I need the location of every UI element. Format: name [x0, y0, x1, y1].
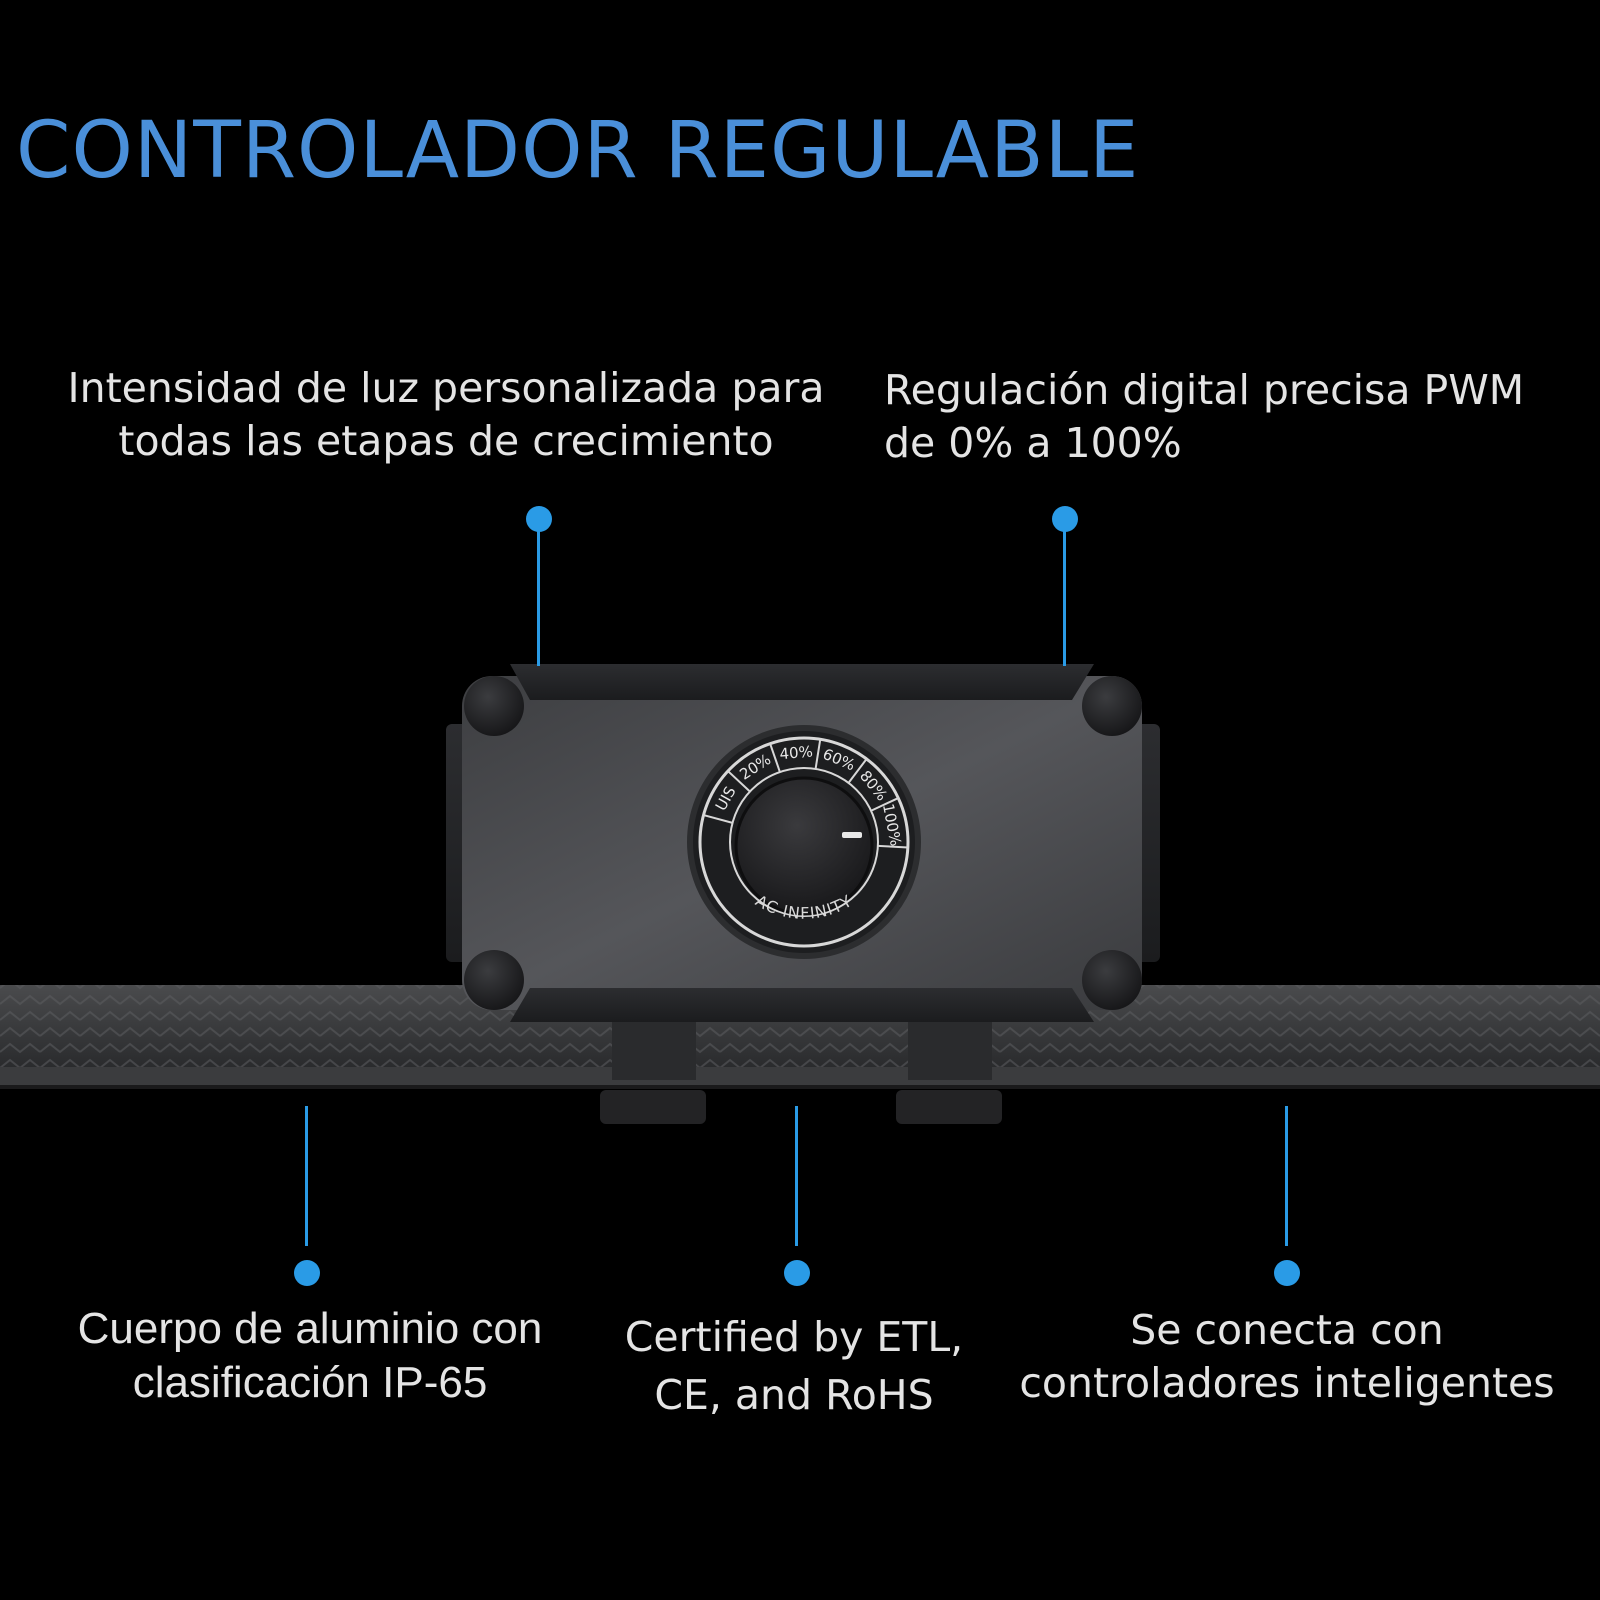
dial-tick [769, 743, 781, 773]
feature-line: todas las etapas de crecimiento [118, 417, 774, 465]
feature-line: controladores inteligentes [1019, 1359, 1555, 1407]
callout-line [305, 1106, 308, 1246]
feature-light-intensity: Intensidad de luz personalizada para tod… [40, 362, 852, 468]
feature-line: Regulación digital precisa PWM [884, 366, 1525, 414]
mounting-feet [600, 1020, 1002, 1124]
callout-dot [1274, 1260, 1300, 1286]
dial-tick [814, 739, 822, 770]
callout-line [1063, 526, 1066, 666]
page-title: CONTROLADOR REGULABLE [16, 106, 1140, 196]
dial-tick [877, 844, 908, 849]
feature-line: Certified by ETL, [624, 1313, 964, 1361]
dial-scale-label: 40% [779, 742, 814, 763]
callout-line [537, 526, 540, 666]
dimmer-knob [734, 776, 874, 916]
feature-certifications: Certified by ETL, CE, and RoHS [598, 1308, 990, 1424]
feature-line: CE, and RoHS [654, 1371, 934, 1419]
dial-tick [847, 758, 868, 784]
feature-smart-controllers: Se conecta con controladores inteligente… [982, 1304, 1592, 1410]
callout-line [1285, 1106, 1288, 1246]
dial-tick [703, 814, 733, 824]
callout-line [795, 1106, 798, 1246]
corner-screws [464, 676, 1142, 1010]
callout-dot [294, 1260, 320, 1286]
callout-dot [784, 1260, 810, 1286]
feature-line: de 0% a 100% [884, 419, 1182, 467]
top-rail [510, 664, 1094, 700]
feature-line: Cuerpo de aluminio con [77, 1304, 543, 1353]
feature-line: Intensidad de luz personalizada para [67, 364, 825, 412]
feature-pwm-dimming: Regulación digital precisa PWM de 0% a 1… [884, 364, 1524, 470]
knob-indicator [842, 832, 862, 838]
dial-tick [870, 797, 899, 812]
feature-line: Se conecta con [1130, 1306, 1444, 1354]
dial-tick [727, 770, 751, 793]
feature-line: clasificación IP-65 [132, 1358, 488, 1407]
bottom-rail [510, 988, 1094, 1022]
feature-aluminum-body: Cuerpo de aluminio con clasificación IP-… [50, 1302, 570, 1410]
